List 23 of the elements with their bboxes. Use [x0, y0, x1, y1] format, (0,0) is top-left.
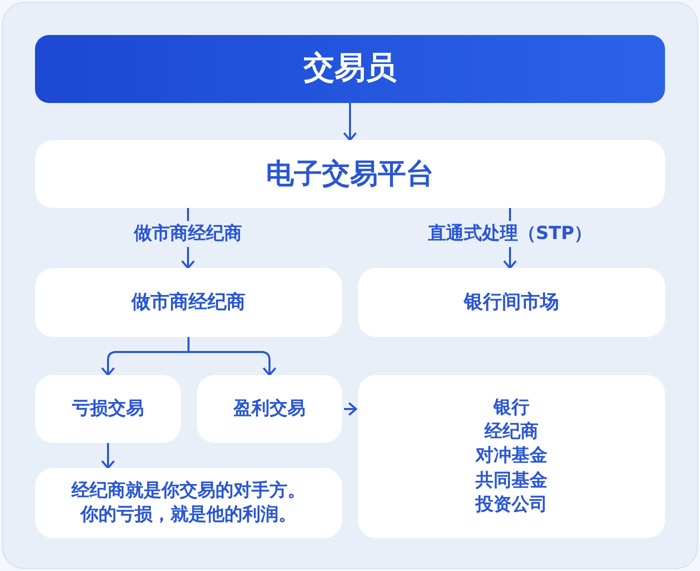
- process-box: 银行间市场: [358, 268, 665, 337]
- list-box: [358, 375, 665, 538]
- process-box: 做市商经纪商: [35, 268, 342, 337]
- arrow: [188, 337, 276, 376]
- arrow: [181, 247, 195, 269]
- connector-line: [187, 208, 189, 221]
- arrow: [343, 103, 357, 141]
- list-item: 共同基金: [476, 468, 548, 493]
- title-banner: 交易员: [35, 35, 665, 103]
- arrow: [101, 443, 115, 469]
- list-item: 投资公司: [476, 492, 548, 517]
- connector-line: [509, 208, 511, 221]
- platform-box: 电子交易平台: [35, 140, 665, 208]
- branch-label: 做市商经纪商: [134, 221, 242, 247]
- process-box: 盈利交易: [197, 375, 342, 443]
- list-item: 经纪商: [484, 420, 538, 444]
- list-item: 对冲基金: [476, 444, 548, 468]
- branch-label: 直通式处理（STP）: [428, 221, 592, 247]
- process-box: 亏损交易: [35, 375, 181, 443]
- note-box: 经纪商就是你交易的对手方。你的亏损，就是他的利润。: [35, 468, 342, 538]
- arrow: [344, 402, 357, 416]
- arrow: [503, 247, 517, 269]
- list-item: 银行: [494, 396, 530, 420]
